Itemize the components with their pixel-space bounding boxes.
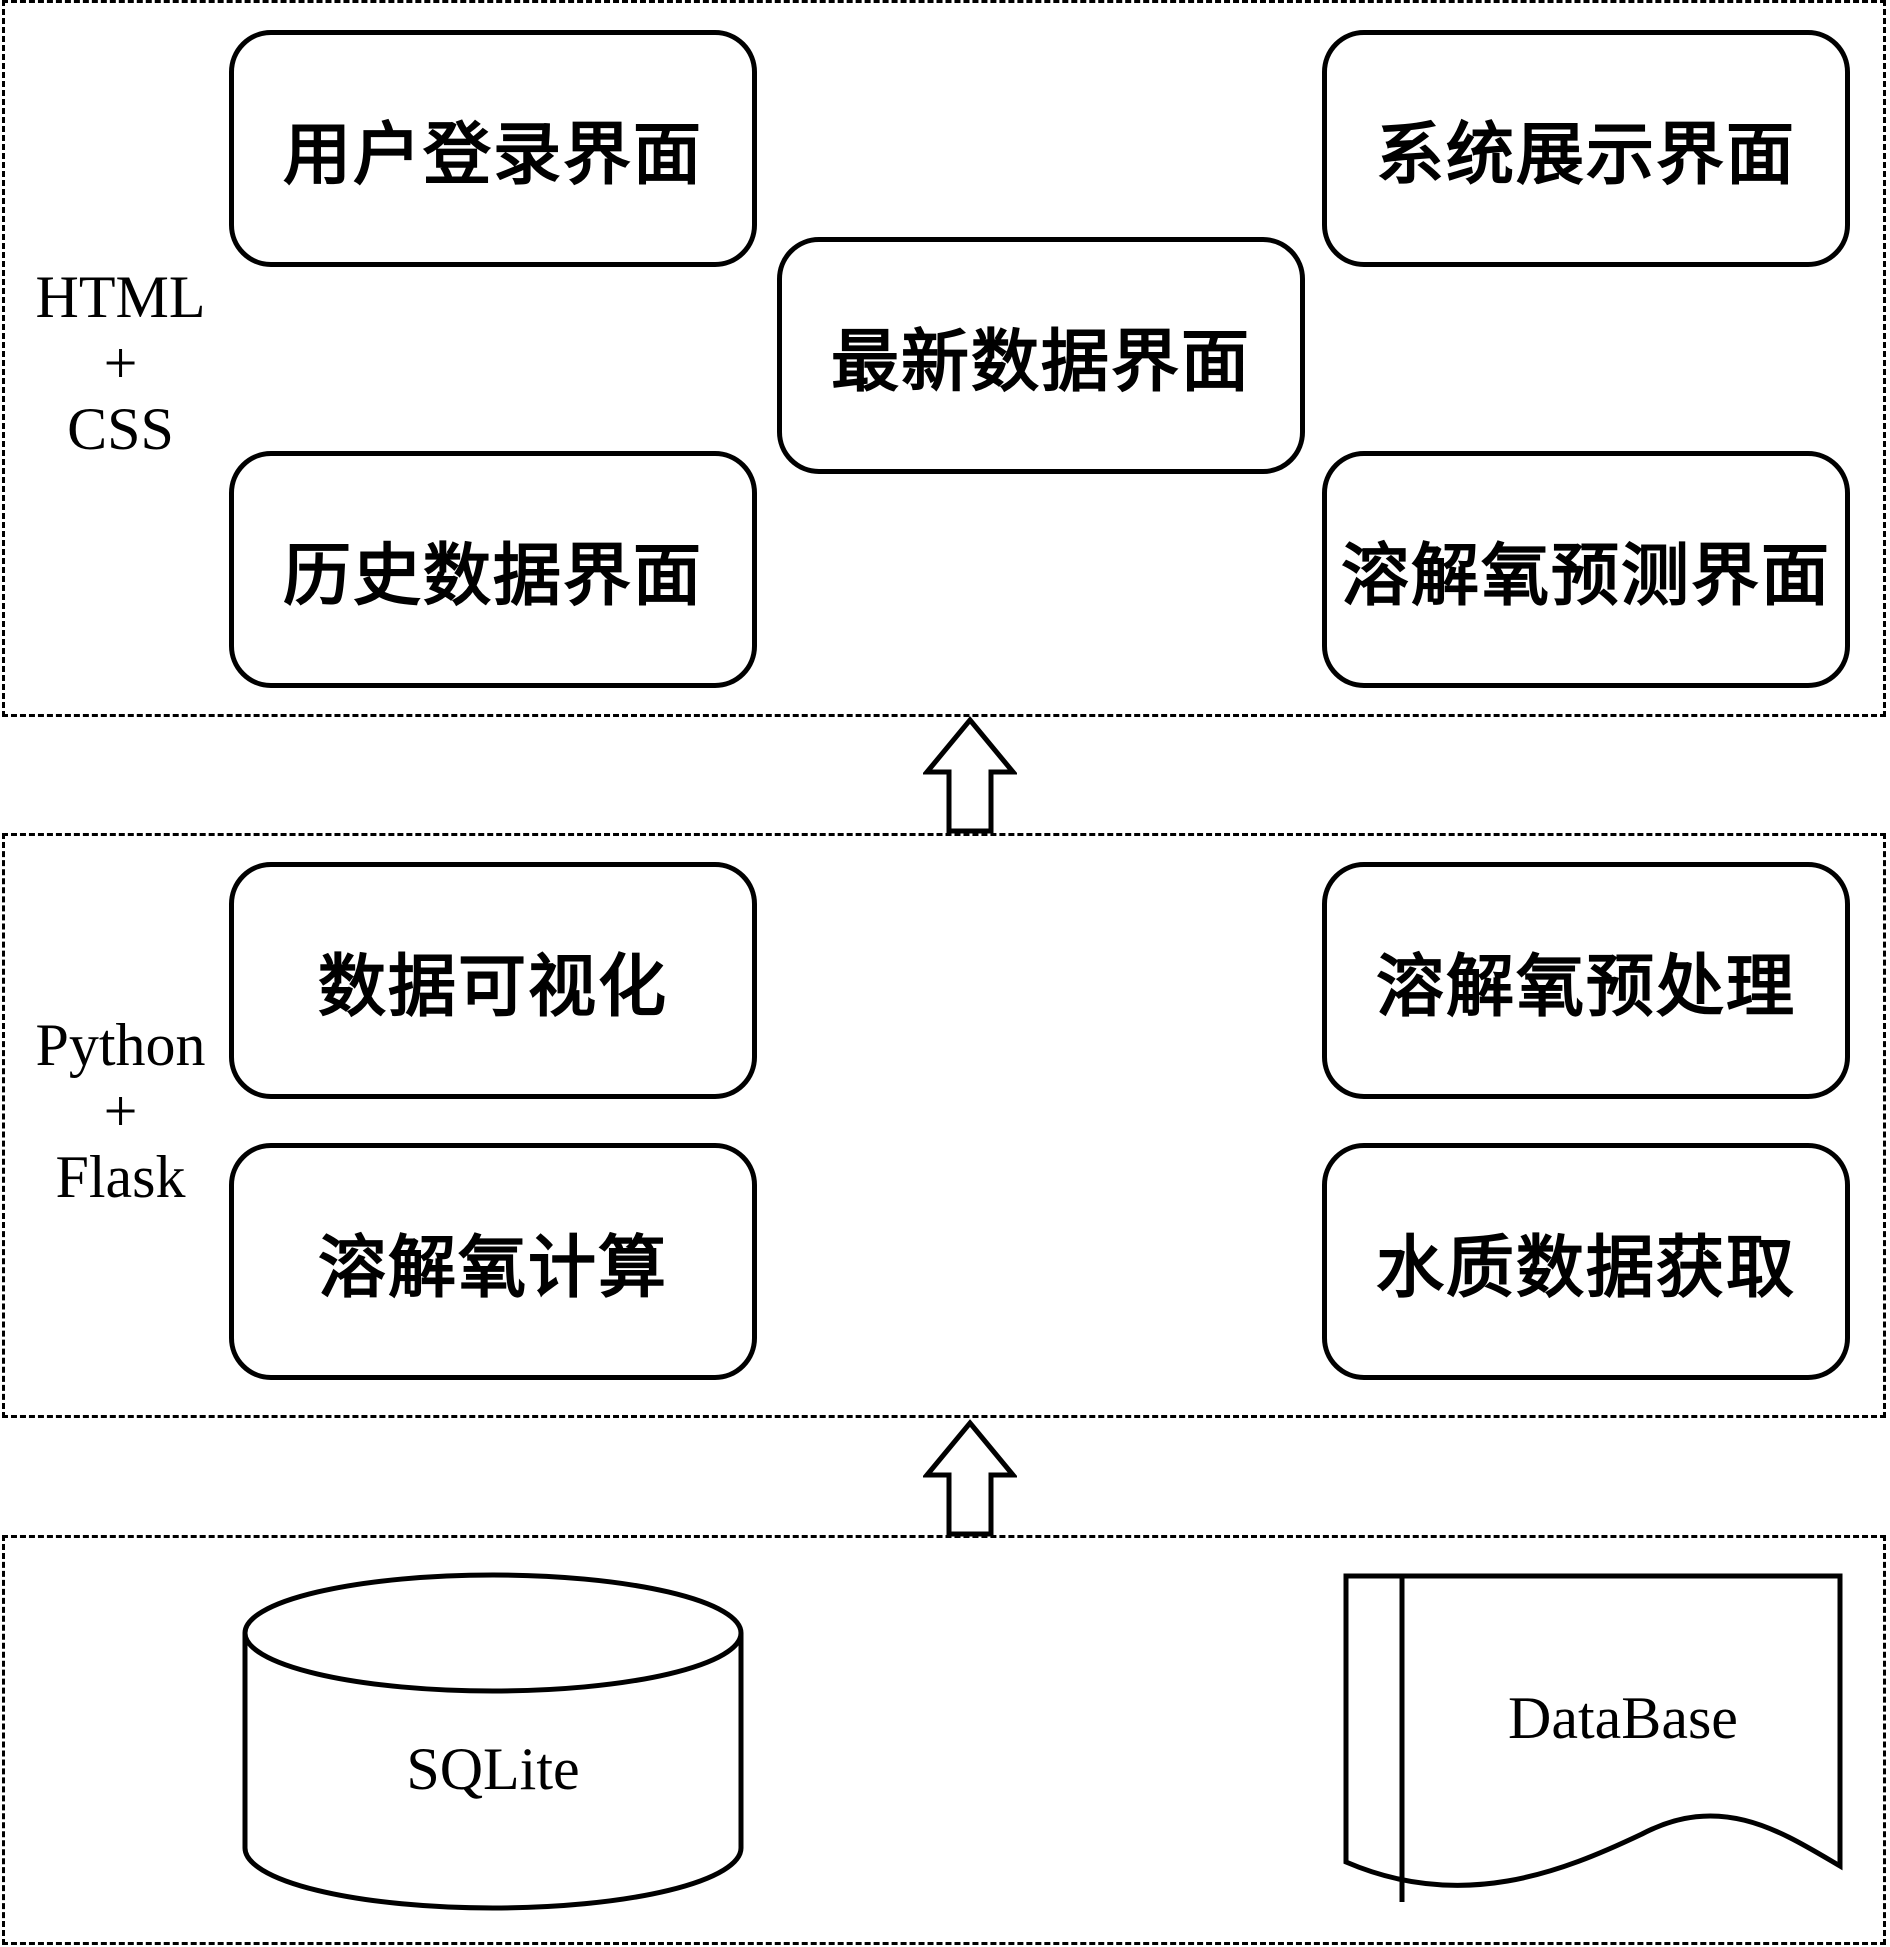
water-data-acquisition-box: 水质数据获取 <box>1322 1143 1850 1380</box>
data-visualization-box: 数据可视化 <box>229 862 757 1099</box>
label-line: HTML <box>35 264 206 330</box>
document-store-icon <box>1343 1573 1843 1902</box>
do-prediction-box: 溶解氧预测界面 <box>1322 451 1850 688</box>
label-line: Flask <box>55 1144 186 1210</box>
logic-layer-label: Python + Flask <box>18 1012 223 1210</box>
sqlite-label: SQLite <box>406 1736 580 1802</box>
up-arrow-icon <box>923 1419 1017 1537</box>
label-line: + <box>103 1078 138 1144</box>
user-login-box: 用户登录界面 <box>229 30 757 267</box>
database-cylinder-icon <box>242 1572 744 1911</box>
presentation-layer <box>2 0 1886 717</box>
logic-layer <box>2 833 1886 1418</box>
system-display-box: 系统展示界面 <box>1322 30 1850 267</box>
do-preprocess-box: 溶解氧预处理 <box>1322 862 1850 1099</box>
presentation-layer-label: HTML + CSS <box>18 264 223 462</box>
do-calculation-box: 溶解氧计算 <box>229 1143 757 1380</box>
data-layer <box>2 1535 1886 1945</box>
label-line: CSS <box>67 396 174 462</box>
up-arrow-icon <box>923 716 1017 834</box>
history-data-box: 历史数据界面 <box>229 451 757 688</box>
label-line: Python <box>35 1012 206 1078</box>
database-label: DataBase <box>1508 1685 1738 1751</box>
label-line: + <box>103 330 138 396</box>
latest-data-box: 最新数据界面 <box>777 237 1305 474</box>
